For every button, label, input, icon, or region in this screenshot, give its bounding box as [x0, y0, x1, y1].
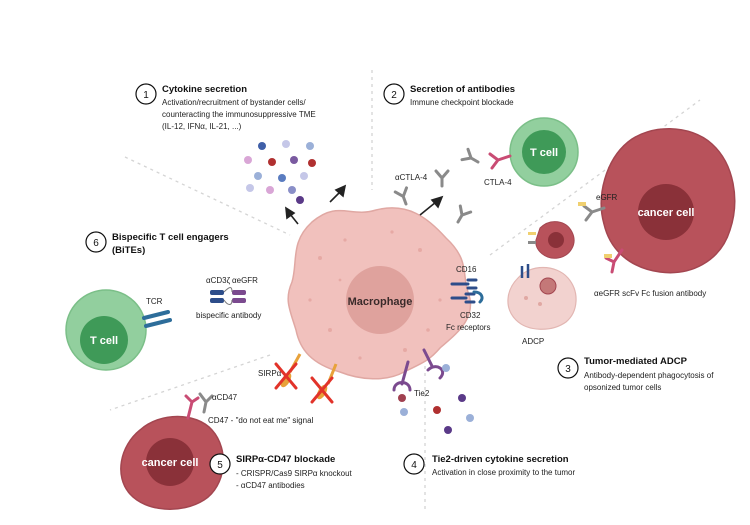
- sirpa-label: SIRPα: [258, 369, 282, 378]
- fusion-antibody-label: αeGFR scFv Fc fusion antibody: [594, 289, 706, 298]
- cd16-label: CD16: [456, 265, 477, 274]
- actla4-label: αCTLA-4: [395, 173, 428, 182]
- t-cell-top-label: T cell: [530, 147, 558, 159]
- section-6-title-line-2: (BiTEs): [112, 245, 145, 256]
- t-cell-left-label: T cell: [90, 335, 118, 347]
- section-2-title: Secretion of antibodies: [410, 84, 515, 95]
- section-5-number: 5: [217, 460, 223, 471]
- tcr-label: TCR: [146, 297, 163, 306]
- section-5-line-1: - CRISPR/Cas9 SIRPα knockout: [236, 469, 353, 478]
- cancer-cell-right-label: cancer cell: [638, 207, 695, 219]
- acd47-label: αCD47: [212, 393, 238, 402]
- egfr-fusion-antibodies: [578, 202, 624, 274]
- cancer-cell-right: cancer cell: [600, 128, 736, 274]
- cancer-cell-bottom-label: cancer cell: [142, 457, 199, 469]
- section-3-badge: [557, 357, 579, 379]
- adcp-label: ADCP: [522, 337, 544, 346]
- section-4: 4 Tie2-driven cytokine secretion Activat…: [403, 453, 576, 477]
- macrophage-nucleus: [346, 266, 414, 334]
- section-3-line-2: opsonized tumor cells: [584, 383, 661, 392]
- section-5-title: SIRPα-CD47 blockade: [236, 454, 335, 465]
- section-5-badge: [209, 453, 231, 475]
- section-2: 2 Secretion of antibodies Immune checkpo…: [383, 83, 515, 107]
- section-3: 3 Tumor-mediated ADCP Antibody-dependent…: [557, 356, 714, 392]
- section-3-title: Tumor-mediated ADCP: [584, 356, 688, 367]
- section-2-badge: [383, 83, 405, 105]
- section-3-number: 3: [565, 364, 571, 375]
- section-1-badge: [135, 83, 157, 105]
- t-cell-left: T cell: [65, 289, 147, 371]
- ctla4-receptor: [488, 152, 512, 170]
- aegfr-label: αeGFR: [232, 276, 258, 285]
- macrophage-label: Macrophage: [348, 296, 413, 308]
- cytokine-cluster: [244, 140, 316, 204]
- section-4-title: Tie2-driven cytokine secretion: [432, 454, 569, 465]
- section-6-number: 6: [93, 238, 99, 249]
- secretion-arrows: [285, 184, 444, 225]
- fc-receptors: [450, 278, 484, 304]
- cd47-receptors: [184, 392, 214, 420]
- cd32-label: CD32: [460, 311, 481, 320]
- section-6: 6 Bispecific T cell engagers (BiTEs): [85, 231, 229, 256]
- egfr-label: eGFR: [596, 193, 618, 202]
- cd47-signal-label: CD47 - "do not eat me" signal: [208, 416, 314, 425]
- fc-receptors-label: Fc receptors: [446, 323, 490, 332]
- section-1-number: 1: [143, 90, 149, 101]
- ctla4-label: CTLA-4: [484, 178, 512, 187]
- section-6-badge: [85, 231, 107, 253]
- small-cancer-cell: [528, 221, 575, 259]
- tie2-receptors: [392, 348, 450, 402]
- tcr-receptor: [142, 310, 172, 328]
- section-1: 1 Cytokine secretion Activation/recruitm…: [135, 83, 316, 131]
- tie2-cytokines: [400, 394, 474, 434]
- section-4-badge: [403, 453, 425, 475]
- section-3-line-1: Antibody-dependent phagocytosis of: [584, 371, 714, 380]
- section-4-number: 4: [411, 460, 417, 471]
- section-5-line-2: - αCD47 antibodies: [236, 481, 305, 490]
- adcp-cell: [507, 264, 577, 330]
- section-6-title: Bispecific T cell engagers: [112, 232, 229, 243]
- macrophage: Macrophage: [287, 207, 472, 380]
- bispecific-antibody-icon: [210, 287, 246, 305]
- section-1-title: Cytokine secretion: [162, 84, 247, 95]
- section-2-number: 2: [391, 90, 397, 101]
- section-4-line-1: Activation in close proximity to the tum…: [432, 468, 576, 477]
- tie2-label: Tie2: [414, 389, 430, 398]
- section-1-line-2: counteracting the immunosuppressive TME: [162, 110, 316, 119]
- acd3-label: αCD3ζ: [206, 276, 231, 285]
- section-5: 5 SIRPα-CD47 blockade - CRISPR/Cas9 SIRP…: [209, 453, 353, 490]
- knockout-cross-icon: [274, 362, 334, 404]
- section-1-line-3: (IL-12, IFNα, IL-21, ...): [162, 122, 242, 131]
- sector-dividers: [109, 70, 701, 510]
- section-1-line-1: Activation/recruitment of bystander cell…: [162, 98, 306, 107]
- t-cell-top: T cell: [509, 117, 579, 187]
- cancer-cell-bottom: cancer cell: [120, 415, 225, 510]
- section-2-line-1: Immune checkpoint blockade: [410, 98, 514, 107]
- bispecific-antibody-label: bispecific antibody: [196, 311, 261, 320]
